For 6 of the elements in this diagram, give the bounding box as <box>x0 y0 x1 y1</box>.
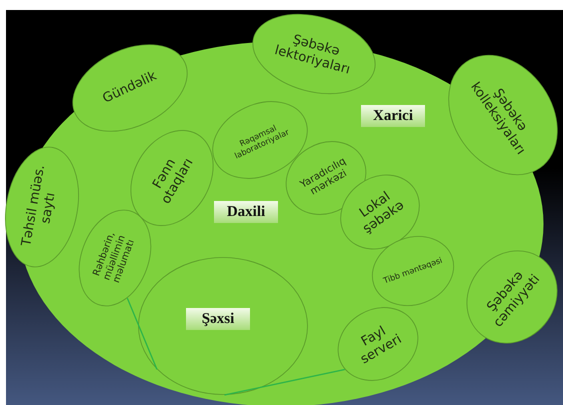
connector-line <box>126 298 158 370</box>
label-box: Xarici <box>361 105 425 127</box>
node-text: Təhsil müəs. saytı <box>19 162 60 250</box>
label-box: Şəxsi <box>186 308 250 330</box>
label-box: Daxili <box>214 201 278 223</box>
connector-line <box>224 368 345 396</box>
